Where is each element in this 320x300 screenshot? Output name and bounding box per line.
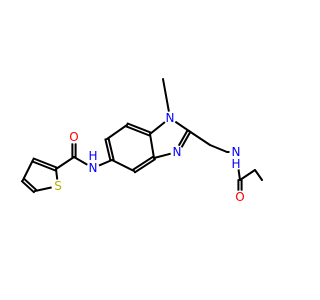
bond-a23-a24 xyxy=(20,177,38,194)
bond-line xyxy=(209,144,228,153)
atom-label-a26: S xyxy=(51,179,65,193)
hydrogen-symbol: H xyxy=(231,157,240,171)
bond-line xyxy=(125,125,151,137)
atom-label-a10: N xyxy=(170,145,184,159)
bond-a11-a12 xyxy=(209,144,228,153)
atom-label-a21: O xyxy=(233,190,247,204)
bond-line xyxy=(73,156,88,166)
bond-line xyxy=(20,180,35,194)
bond-line xyxy=(32,157,58,169)
hydrogen-symbol: H xyxy=(88,149,97,163)
hydrogen-label-background xyxy=(230,158,242,170)
bond-a2-a9 xyxy=(174,121,190,132)
bond-line xyxy=(34,186,53,192)
atom-label-background xyxy=(170,145,184,159)
bond-line xyxy=(178,129,189,147)
bond-a6-a7 xyxy=(111,159,135,172)
bond-line xyxy=(107,137,115,161)
atom-label-background xyxy=(86,161,100,175)
bond-line xyxy=(104,138,112,162)
bond-line xyxy=(23,177,38,191)
bond-a6-a14 xyxy=(98,159,113,167)
bond-a1-a2 xyxy=(162,78,170,113)
atom-symbol: O xyxy=(69,130,78,144)
bond-line xyxy=(149,133,155,159)
bond-a9-a10 xyxy=(178,129,192,148)
atom-label-background xyxy=(229,145,243,159)
bond-a7-a8 xyxy=(132,155,156,174)
atom-symbol: N xyxy=(173,145,182,159)
atom-symbol: S xyxy=(54,179,62,193)
bond-line xyxy=(31,160,57,172)
atom-symbol: N xyxy=(232,145,241,159)
bond-line xyxy=(153,152,172,159)
bond-a18-a23 xyxy=(22,159,34,181)
atom-label-background xyxy=(233,190,247,204)
bond-line xyxy=(162,78,170,113)
bond-line xyxy=(188,130,211,146)
atom-label-background xyxy=(67,130,81,144)
atom-symbol: O xyxy=(235,190,244,204)
bond-line xyxy=(254,169,263,181)
bond-line xyxy=(106,124,128,140)
bond-a20-a22 xyxy=(239,169,256,181)
bond-a15-a17 xyxy=(55,156,75,170)
atom-label-a2: N xyxy=(163,111,177,125)
atom-label-a14: NH xyxy=(86,149,100,175)
bond-line xyxy=(174,121,190,132)
bond-line xyxy=(111,159,135,172)
bond-a2-a3 xyxy=(149,121,166,135)
bond-layer xyxy=(20,78,263,194)
hydrogen-label-background xyxy=(87,150,99,162)
bond-a5-a6 xyxy=(104,137,115,162)
bond-a9-a11 xyxy=(188,130,211,146)
bond-a3-a4 xyxy=(125,122,152,137)
bond-line xyxy=(149,121,166,135)
atom-label-background xyxy=(51,179,65,193)
bond-line xyxy=(132,155,155,171)
bond-a14-a15 xyxy=(73,156,88,166)
bond-line xyxy=(98,159,113,167)
bond-line xyxy=(55,156,75,170)
bond-a26-a17 xyxy=(55,168,59,180)
bond-a15-a16 xyxy=(71,143,77,158)
canvas-background xyxy=(0,0,300,300)
atom-label-background xyxy=(163,111,177,125)
bond-line xyxy=(55,168,59,180)
bond-a20-a21 xyxy=(237,179,243,191)
atom-symbol: N xyxy=(166,111,175,125)
atom-label-a19: NH xyxy=(229,145,243,171)
bond-a24-a26 xyxy=(34,186,53,192)
atom-symbol: N xyxy=(89,161,98,175)
bond-line xyxy=(126,122,152,134)
bond-a4-a5 xyxy=(106,124,128,140)
bond-line xyxy=(22,159,34,181)
bond-line xyxy=(239,169,256,181)
bond-line xyxy=(133,158,156,174)
bond-a22-a13 xyxy=(254,169,263,181)
bond-a17-a18 xyxy=(31,157,58,172)
bond-a8-a3 xyxy=(149,133,155,159)
bond-a10-a8 xyxy=(153,152,172,159)
atom-label-a16: O xyxy=(67,130,81,144)
bond-line xyxy=(180,130,192,148)
